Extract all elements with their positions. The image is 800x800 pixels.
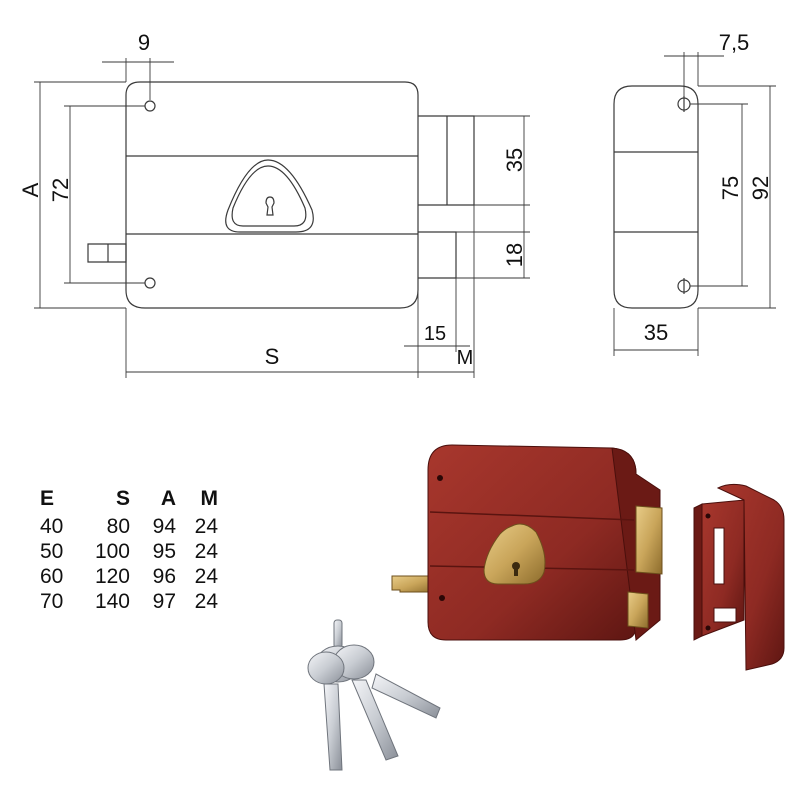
- side-view-body: [613, 85, 699, 309]
- cell-s: 100: [94, 539, 130, 563]
- cell-s: 140: [94, 589, 130, 613]
- dim-label-72: 72: [48, 178, 73, 202]
- keyhole-plate-inner: [231, 165, 307, 227]
- latch-bolt: [418, 115, 475, 206]
- dimension-table: E S A M 40 80 94 24 50 100 95 24 60 120: [40, 484, 218, 614]
- header-a: A: [160, 487, 176, 510]
- dim-label-35-side: 35: [644, 320, 668, 345]
- dim-label-s: S: [265, 344, 280, 369]
- dim-label-75: 75: [718, 176, 743, 200]
- table-row: 60 120 96 24: [40, 564, 218, 589]
- cell-m: 24: [194, 564, 218, 588]
- dim-label-9: 9: [138, 30, 150, 55]
- cell-m: 24: [194, 589, 218, 613]
- keyhole-plate-outline: [225, 159, 314, 233]
- dim-label-18-bolt: 18: [502, 243, 527, 267]
- table-row: 50 100 95 24: [40, 539, 218, 564]
- cell-e: 50: [40, 539, 64, 563]
- left-pin: [87, 243, 127, 263]
- cell-e: 70: [40, 589, 64, 613]
- cell-m: 24: [194, 514, 218, 538]
- cell-a: 96: [152, 564, 176, 588]
- dim-label-35-bolt: 35: [502, 148, 527, 172]
- strike-plate-photo: [693, 483, 785, 671]
- table-row: 70 140 97 24: [40, 589, 218, 614]
- header-s: S: [115, 487, 130, 510]
- keys-photo: [307, 619, 441, 771]
- cell-e: 40: [40, 514, 64, 538]
- technical-drawing: 9 A 72 35 18 15 M S 7,5 75 92 35: [18, 30, 776, 378]
- dead-bolt: [418, 231, 457, 279]
- table-row: 40 80 94 24: [40, 514, 218, 539]
- rim-lock-photo: [391, 444, 663, 641]
- table-header-row: E S A M: [40, 484, 218, 514]
- header-e: E: [40, 487, 55, 510]
- cell-e: 60: [40, 564, 64, 588]
- cell-a: 97: [152, 589, 176, 613]
- dim-label-92: 92: [748, 176, 773, 200]
- cell-a: 95: [152, 539, 176, 563]
- dim-label-7-5: 7,5: [719, 30, 750, 55]
- dim-label-m: M: [457, 347, 474, 369]
- cell-a: 94: [152, 514, 176, 538]
- dim-label-15: 15: [424, 323, 446, 345]
- dim-label-a: A: [18, 182, 43, 197]
- header-m: M: [200, 487, 219, 510]
- cell-s: 120: [94, 564, 130, 588]
- cell-m: 24: [194, 539, 218, 563]
- keyhole-icon: [265, 196, 275, 216]
- cell-s: 80: [106, 514, 130, 538]
